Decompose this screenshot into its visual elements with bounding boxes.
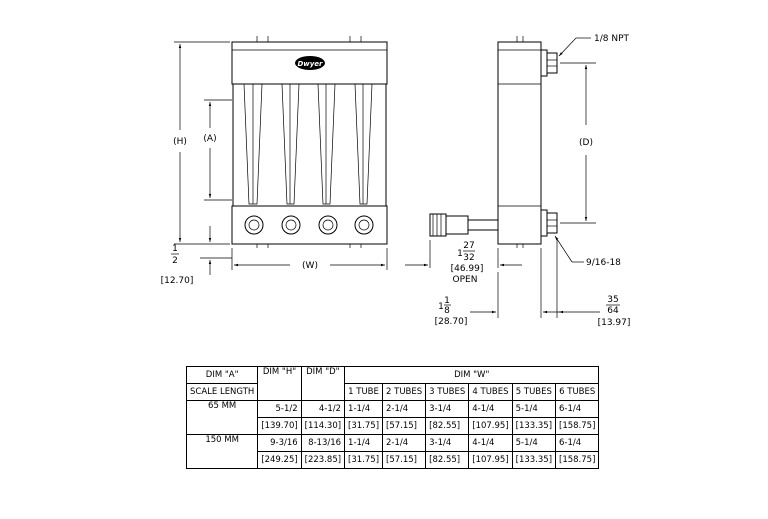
- svg-text:(D): (D): [579, 138, 593, 148]
- cell-d-mm: [223.85]: [300, 451, 346, 469]
- dimension-d: (D): [560, 62, 596, 224]
- cell-w-mm: [107.95]: [468, 417, 513, 435]
- dwyer-logo: Dwyer: [295, 56, 325, 70]
- cell-w-mm: [31.75]: [344, 417, 384, 435]
- svg-text:1: 1: [444, 296, 450, 306]
- svg-text:1: 1: [457, 249, 463, 259]
- cell-w-in: 3-1/4: [425, 434, 470, 452]
- row-scale: 150 MM: [185, 434, 259, 469]
- bottom-thread-fitting: [540, 209, 558, 237]
- cell-w-in: 2-1/4: [382, 434, 427, 452]
- cell-w-mm: [82.55]: [425, 417, 470, 435]
- valve-knob: [429, 213, 499, 237]
- cell-w-in: 5-1/4: [511, 434, 557, 452]
- cell-w-in: 4-1/4: [468, 434, 513, 452]
- dimension-half: 1 2 [12.70]: [161, 226, 232, 286]
- cell-w-mm: [107.95]: [468, 451, 513, 469]
- header-dim-a: DIM "A": [185, 366, 259, 384]
- header-scale-length: SCALE LENGTH: [185, 383, 259, 401]
- cell-d-in: 8-13/16: [300, 434, 346, 452]
- dimension-w: (W): [231, 248, 388, 271]
- npt-callout: 1/8 NPT: [558, 34, 630, 57]
- svg-text:OPEN: OPEN: [453, 275, 478, 285]
- svg-text:Dwyer: Dwyer: [297, 60, 323, 68]
- svg-text:32: 32: [463, 253, 474, 263]
- cell-w-mm: [82.55]: [425, 451, 470, 469]
- svg-text:1: 1: [172, 244, 178, 254]
- dimension-depth: 1 1 8 [28.70]: [435, 248, 560, 327]
- thread-callout: 9/16-18: [554, 235, 621, 268]
- cell-w-mm: [158.75]: [555, 417, 600, 435]
- dimensions-table: DIM "A" DIM "H" DIM "D" DIM "W" SCALE LE…: [185, 366, 600, 469]
- svg-text:2: 2: [172, 256, 178, 266]
- cell-w-in: 2-1/4: [382, 400, 427, 418]
- cell-w-in: 4-1/4: [468, 400, 513, 418]
- cell-w-in: 1-1/4: [344, 400, 384, 418]
- cell-w-in: 3-1/4: [425, 400, 470, 418]
- cell-w-mm: [31.75]: [344, 451, 384, 469]
- svg-text:(A): (A): [203, 134, 216, 144]
- dimension-h: (H): [173, 41, 230, 245]
- cell-w-mm: [133.35]: [511, 417, 557, 435]
- header-tubes-5: 5 TUBES: [511, 383, 557, 401]
- svg-text:(H): (H): [173, 137, 187, 147]
- svg-text:8: 8: [444, 306, 450, 316]
- dimension-a: (A): [203, 99, 232, 201]
- svg-text:27: 27: [463, 241, 474, 251]
- cell-h-in: 5-1/2: [257, 400, 302, 418]
- cell-w-in: 1-1/4: [344, 434, 384, 452]
- cell-d-in: 4-1/2: [300, 400, 346, 418]
- cell-d-mm: [114.30]: [300, 417, 346, 435]
- header-dim-w: DIM "W": [344, 366, 600, 384]
- header-dim-h: DIM "H": [257, 366, 302, 401]
- cell-w-in: 5-1/4: [511, 400, 557, 418]
- svg-text:35: 35: [607, 295, 618, 305]
- dimension-open: 27 1 32 [46.99] OPEN: [405, 240, 522, 285]
- svg-text:1/8 NPT: 1/8 NPT: [594, 34, 630, 44]
- header-tubes-3: 3 TUBES: [425, 383, 470, 401]
- front-view: Dwyer: [231, 36, 388, 248]
- svg-text:[28.70]: [28.70]: [435, 317, 468, 327]
- cell-w-in: 6-1/4: [555, 400, 600, 418]
- svg-text:[12.70]: [12.70]: [161, 276, 194, 286]
- header-tubes-4: 4 TUBES: [468, 383, 513, 401]
- cell-w-mm: [57.15]: [382, 417, 427, 435]
- cell-w-mm: [57.15]: [382, 451, 427, 469]
- header-tubes-6: 6 TUBES: [555, 383, 600, 401]
- svg-text:1: 1: [438, 302, 444, 312]
- row-scale: 65 MM: [185, 400, 259, 435]
- svg-text:64: 64: [607, 306, 619, 316]
- svg-text:9/16-18: 9/16-18: [586, 258, 621, 268]
- cell-h-in: 9-3/16: [257, 434, 302, 452]
- cell-h-mm: [249.25]: [257, 451, 302, 469]
- cell-h-mm: [139.70]: [257, 417, 302, 435]
- header-tubes-2: 2 TUBES: [382, 383, 427, 401]
- cell-w-mm: [133.35]: [511, 451, 557, 469]
- cell-w-in: 6-1/4: [555, 434, 600, 452]
- technical-drawing: Dwyer: [161, 34, 631, 328]
- svg-text:[46.99]: [46.99]: [451, 264, 484, 274]
- flow-tubes: [243, 83, 373, 205]
- svg-text:(W): (W): [302, 261, 318, 271]
- header-dim-d: DIM "D": [300, 366, 346, 401]
- side-view: [429, 36, 558, 248]
- dimension-port: 35 64 [13.97]: [556, 240, 631, 328]
- header-tubes-1: 1 TUBE: [344, 383, 384, 401]
- svg-text:[13.97]: [13.97]: [598, 318, 631, 328]
- port-circles: [244, 215, 374, 235]
- cell-w-mm: [158.75]: [555, 451, 600, 469]
- top-npt-fitting: [540, 49, 558, 77]
